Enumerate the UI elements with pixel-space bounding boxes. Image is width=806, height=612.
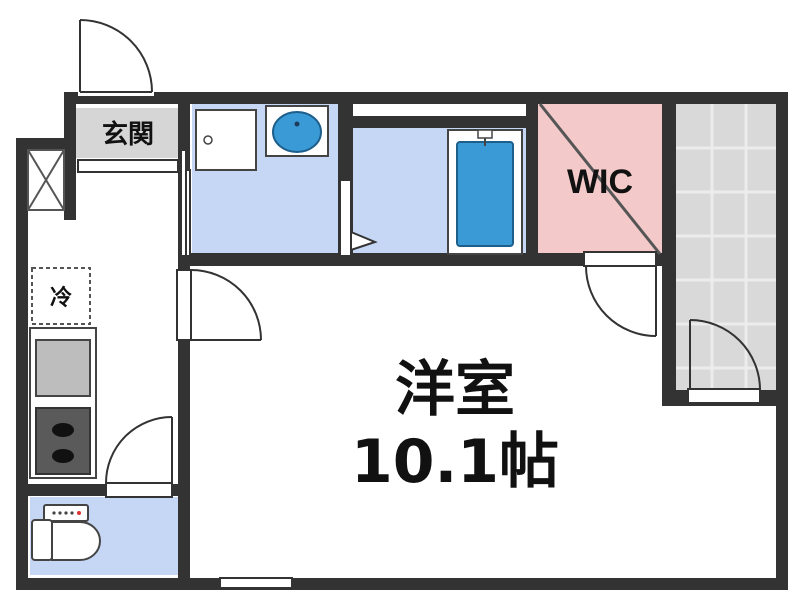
kitchen-counter [29, 327, 97, 479]
bathroom-door[interactable] [339, 179, 378, 257]
room-door[interactable] [176, 269, 262, 341]
room-size: 10.1帖 [351, 427, 559, 497]
toilet-door[interactable] [105, 416, 173, 498]
kitchen-sink-icon [35, 339, 91, 397]
balcony-floor [676, 104, 776, 390]
washbasin-icon [265, 105, 329, 157]
entrance-step [77, 159, 179, 173]
entrance-floor [76, 108, 182, 158]
entrance-door[interactable] [78, 19, 154, 96]
room-name: 洋室 [395, 355, 515, 425]
balcony-door[interactable] [687, 319, 761, 404]
entrance-label: 玄関 [102, 119, 154, 150]
toilet-icon [31, 504, 101, 561]
wic-door[interactable] [583, 251, 657, 337]
wic-label: WIC [567, 163, 633, 201]
balcony-grid [676, 104, 776, 390]
fridge-label: 冷 [50, 285, 72, 311]
wic-diagonal [538, 103, 662, 255]
closet-x-icon [27, 149, 65, 211]
fridge-space [31, 267, 91, 325]
bathtub-icon [447, 129, 523, 255]
stove-burner-icon [35, 407, 91, 475]
shower-tray-icon [195, 109, 257, 171]
bottom-window [219, 577, 293, 589]
washroom-sliding-door[interactable] [180, 149, 191, 257]
